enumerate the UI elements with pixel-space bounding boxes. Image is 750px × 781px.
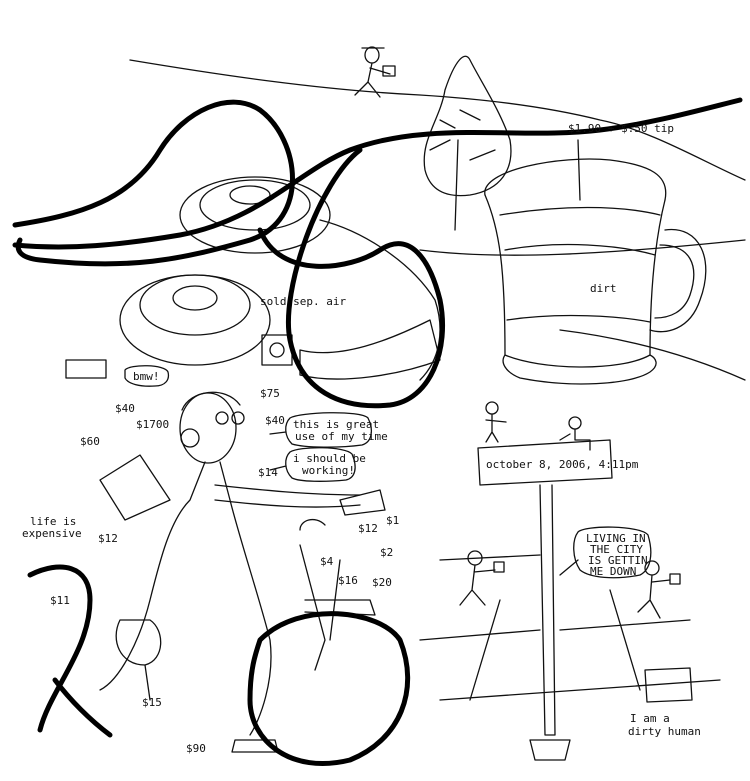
- price-40-right: $40: [265, 414, 285, 427]
- price-75: $75: [260, 387, 280, 400]
- price-4: $4: [320, 555, 334, 568]
- bubble-work-line1: i should be: [293, 452, 366, 465]
- guitarist-figure: [485, 401, 507, 443]
- sitting-figure: [559, 416, 591, 451]
- dirty-human-line2: dirty human: [628, 725, 701, 738]
- life-expensive-line2: expensive: [22, 527, 82, 540]
- dirt-label: dirt: [590, 282, 617, 295]
- city-line1: LIVING IN: [586, 532, 646, 545]
- price-14: $14: [258, 466, 278, 479]
- price-coffee: $1.90 + $.50 tip: [568, 122, 674, 135]
- price-1700: $1700: [136, 418, 169, 431]
- bicycle: [115, 518, 376, 701]
- bubble-city: [559, 526, 652, 579]
- sidewalk: [419, 554, 721, 701]
- bubble-small: [124, 365, 170, 387]
- ground-line: [419, 239, 746, 256]
- price-40-left: $40: [115, 402, 135, 415]
- tree: [423, 55, 512, 231]
- price-12-bag: $12: [98, 532, 118, 545]
- cyclist: [99, 391, 386, 753]
- price-2: $2: [380, 546, 393, 559]
- price-16: $16: [338, 574, 358, 587]
- dirty-human-line1: I am a: [630, 712, 670, 725]
- bold-cables: [12, 97, 743, 767]
- bubble-work: [269, 447, 356, 482]
- price-15: $15: [142, 696, 162, 709]
- table-line: [559, 329, 746, 381]
- bubble-time-line1: this is great: [293, 418, 379, 431]
- battery: [65, 359, 107, 379]
- bubble-work-line2: working!: [302, 464, 355, 477]
- price-11: $11: [50, 594, 70, 607]
- small-speech: bmw!: [133, 370, 160, 383]
- city-line2: THE CITY: [590, 543, 643, 556]
- price-90: $90: [186, 742, 206, 755]
- life-expensive-line1: life is: [30, 515, 76, 528]
- hand-lettering: $1.90 + $.50 tip dirt sold sep. air $75 …: [22, 122, 701, 755]
- bubble-time: [269, 412, 373, 448]
- city-line3: IS GETTIN: [588, 554, 648, 567]
- sign-post: [477, 439, 613, 761]
- price-1: $1: [386, 514, 399, 527]
- walking-figure-right: [637, 560, 681, 619]
- paper-bag: [644, 667, 693, 703]
- sign-date: october 8, 2006, 4:11pm: [486, 458, 639, 471]
- price-60: $60: [80, 435, 100, 448]
- walking-figure-left: [459, 550, 505, 606]
- tape-machine: [119, 176, 441, 381]
- city-line4: ME DOWN: [590, 565, 636, 578]
- walking-man-top: [354, 46, 396, 98]
- sold-separately-label: sold sep. air: [260, 295, 346, 308]
- hill-line: [129, 59, 746, 181]
- bubble-time-line2: use of my time: [295, 430, 388, 443]
- price-12-glove: $12: [358, 522, 378, 535]
- coffee-cup: [484, 139, 707, 385]
- price-20: $20: [372, 576, 392, 589]
